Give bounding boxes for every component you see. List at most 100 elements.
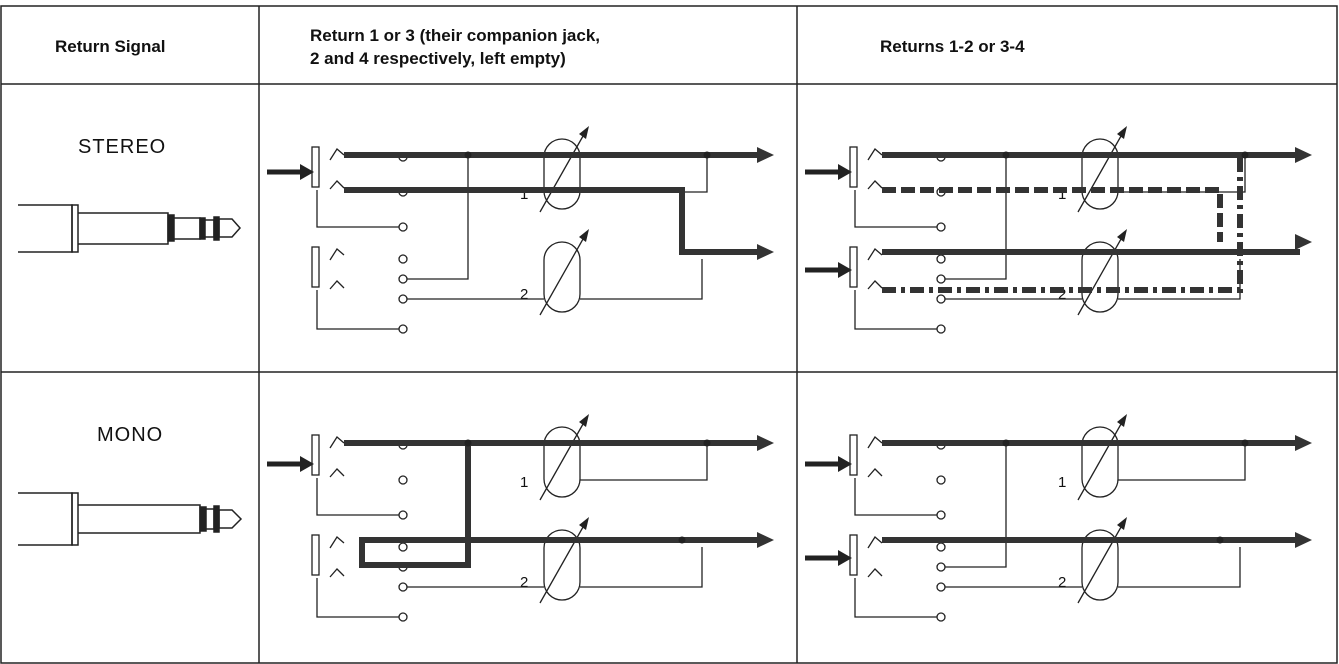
header-return-1-or-3-line1: Return 1 or 3 (their companion jack,: [310, 26, 601, 45]
mono-dual-pot-1: [1081, 426, 1119, 498]
mono-single-signal-path-2: [359, 443, 762, 568]
stereo-dual-jack-tip-1: [867, 148, 883, 161]
mono-single-pot-1: [543, 426, 581, 498]
stereo-single-jack-1: [311, 146, 320, 188]
mono-single-ground-lead-1: [316, 478, 400, 516]
mono-dual-channel-label-1: 1: [1058, 474, 1066, 491]
mono-dual-output-arrowhead-2: [1295, 532, 1312, 548]
stereo-dual-terminal-4: [936, 274, 946, 284]
mono-single-jack-1: [311, 434, 320, 476]
stereo-dual-signal-path-2: [882, 187, 1223, 242]
stereo-single-channel-label-2: 2: [520, 286, 528, 303]
stereo-single-pot-wiper-2: [539, 231, 588, 316]
mono-dual-ground-lead-2: [854, 578, 938, 618]
mono-single-pot-arrow-2: [579, 517, 589, 530]
mono-single-pot1-return-wire: [580, 445, 708, 481]
mono-dual-pot1-return-wire: [1118, 445, 1246, 481]
stereo-single-pot-2: [543, 241, 581, 313]
stereo-dual-ground-lead-2: [854, 290, 938, 330]
mono-single-terminal-ground-1: [398, 510, 408, 520]
stereo-single-schematic: 12: [267, 126, 774, 334]
mono-single-pot-arrow-1: [579, 414, 589, 427]
mono-dual-junction-3: [1216, 536, 1224, 544]
mono-dual-jack-2: [849, 534, 858, 576]
mono-dual-output-arrowhead-1: [1295, 435, 1312, 451]
stereo-single-junction-2: [703, 151, 711, 159]
stereo-dual-input-arrowhead-2: [838, 262, 852, 278]
mono-single-output-arrowhead-2: [757, 532, 774, 548]
stereo-single-jack-2: [311, 246, 320, 288]
mono-dual-terminal-5: [936, 582, 946, 592]
mono-single-pot2-return-wire: [580, 547, 703, 588]
row-label-stereo: STEREO: [78, 136, 167, 158]
stereo-dual-pot-wiper-1: [1077, 128, 1126, 213]
mono-single-pot-2: [543, 529, 581, 601]
stereo-single-signal-path-2: [344, 187, 762, 255]
stereo-single-jack-ring-2: [329, 280, 345, 290]
stereo-single-junction-1: [464, 151, 472, 159]
stereo-dual-output-arrowhead-2: [1295, 234, 1312, 250]
mono-dual-terminal-3: [936, 542, 946, 552]
mono-dual-jack-ring-2: [867, 568, 883, 578]
stereo-dual-jack-ring-1: [867, 180, 883, 190]
stereo-dual-junction-2: [1241, 151, 1249, 159]
mono-single-bridge-wire: [407, 445, 469, 568]
mono-dual-channel-label-2: 2: [1058, 574, 1066, 591]
mono-single-ground-lead-2: [316, 578, 400, 618]
mono-single-jack-tip-1: [329, 436, 345, 449]
mono-dual-junction-2: [1241, 439, 1249, 447]
mono-single-output-arrowhead-1: [757, 435, 774, 451]
mono-single-jack-ring-1: [329, 468, 345, 478]
stereo-single-pot1-return-wire: [580, 157, 708, 193]
stereo-dual-channel-label-2: 2: [1058, 286, 1066, 303]
stereo-dual-jack-tip-2: [867, 248, 883, 261]
mono-dual-jack-tip-2: [867, 536, 883, 549]
mono-single-input-arrowhead-1: [300, 456, 314, 472]
mono-dual-pot-arrow-2: [1117, 517, 1127, 530]
stereo-single-output-arrowhead-2: [757, 244, 774, 260]
stereo-single-ground-lead-1: [316, 190, 400, 228]
mono-single-jack-ring-2: [329, 568, 345, 578]
stereo-dual-signal-path-4: [882, 155, 1243, 293]
header-return-signal: Return Signal: [55, 37, 166, 56]
stereo-dual-jack-1: [849, 146, 858, 188]
mono-dual-junction-1: [1002, 439, 1010, 447]
stereo-dual-ground-lead-1: [854, 190, 938, 228]
stereo-dual-pot-arrow-2: [1117, 229, 1127, 242]
stereo-dual-terminal-ground-2: [936, 324, 946, 334]
mono-dual-bridge-wire: [945, 445, 1007, 568]
stereo-single-terminal-ground-2: [398, 324, 408, 334]
stereo-dual-input-arrowhead-1: [838, 164, 852, 180]
mono-dual-jack-ring-1: [867, 468, 883, 478]
mono-dual-input-arrowhead-1: [838, 456, 852, 472]
stereo-dual-terminal-3: [936, 254, 946, 264]
row-label-mono: MONO: [97, 424, 164, 446]
mono-dual-pot-wiper-1: [1077, 416, 1126, 501]
mono-plug-icon: [18, 492, 243, 546]
mono-dual-terminal-4: [936, 562, 946, 572]
stereo-plug-icon: [18, 204, 242, 253]
mono-dual-pot-arrow-1: [1117, 414, 1127, 427]
stereo-single-pot2-return-wire: [580, 259, 703, 300]
mono-dual-pot-wiper-2: [1077, 519, 1126, 604]
mono-dual-terminal-ground-2: [936, 612, 946, 622]
mono-single-schematic: 12: [267, 414, 774, 622]
stereo-dual-pot-1: [1081, 138, 1119, 210]
stereo-dual-output-arrowhead-1: [1295, 147, 1312, 163]
stereo-single-pot-arrow-2: [579, 229, 589, 242]
mono-single-terminal-5: [398, 582, 408, 592]
mono-single-channel-label-2: 2: [520, 574, 528, 591]
header-return-1-or-3-line2: 2 and 4 respectively, left empty): [310, 49, 566, 68]
mono-dual-pot2-return-wire: [1118, 547, 1241, 588]
stereo-dual-pot1-return-wire: [1118, 157, 1246, 193]
stereo-dual-terminal-ground-1: [936, 222, 946, 232]
mono-dual-jack-1: [849, 434, 858, 476]
mono-single-terminal-3: [398, 542, 408, 552]
mono-single-junction-3: [678, 536, 686, 544]
mono-dual-pot-2: [1081, 529, 1119, 601]
mono-single-channel-label-1: 1: [520, 474, 528, 491]
stereo-dual-jack-ring-2: [867, 280, 883, 290]
stereo-single-pot-1: [543, 138, 581, 210]
